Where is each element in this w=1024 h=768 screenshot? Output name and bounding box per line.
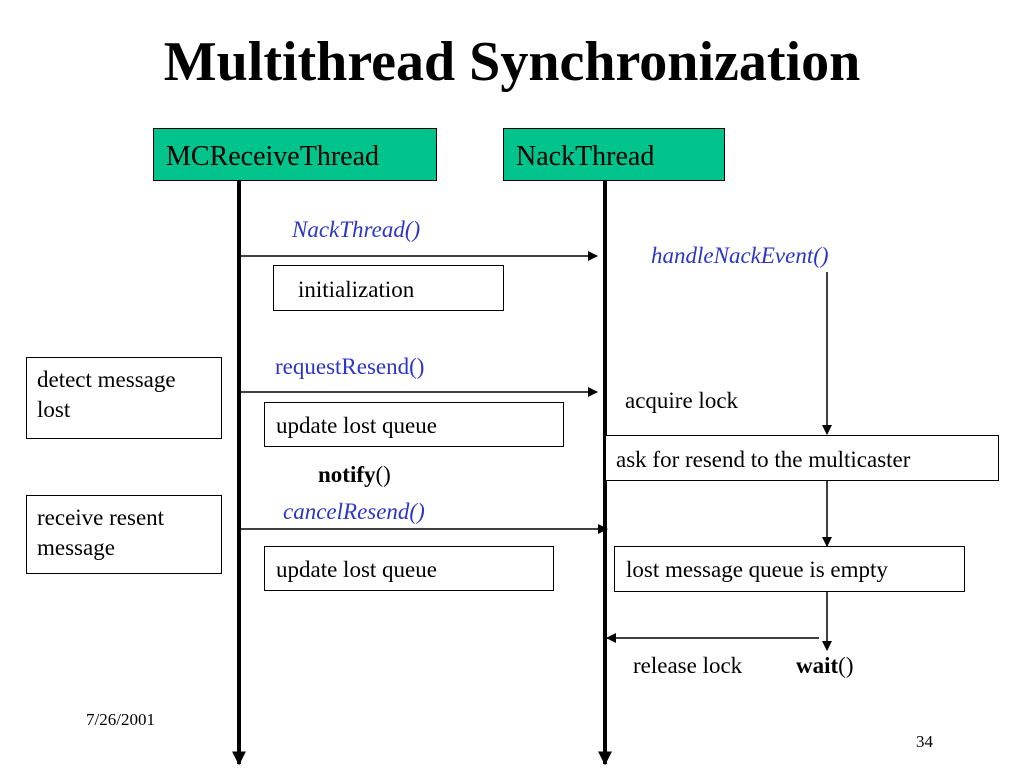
box-initialization: initialization <box>273 265 504 311</box>
thread-header-nackthread: NackThread <box>503 128 725 181</box>
label-acquire-lock: acquire lock <box>625 388 739 413</box>
box-ask-for-resend: ask for resend to the multicaster <box>605 435 999 481</box>
thread-header-mcreceivethread: MCReceiveThread <box>153 128 437 181</box>
label-notify-parens: () <box>375 462 391 487</box>
box-update-lost-queue-2: update lost queue <box>264 546 554 591</box>
box-lost-queue-empty: lost message queue is empty <box>614 546 965 592</box>
box-update-lost-queue-1: update lost queue <box>264 402 564 447</box>
label-release-lock: release lock <box>633 653 743 678</box>
message-requestresend: requestResend() <box>275 354 425 379</box>
box-receive-resent-message: receive resent message <box>26 495 222 574</box>
slide-title: Multithread Synchronization <box>163 31 861 93</box>
message-nackthread: NackThread() <box>292 217 421 242</box>
label-wait-parens: () <box>838 653 854 678</box>
message-handlenackevent: handleNackEvent() <box>651 243 829 268</box>
label-wait-bold: wait <box>796 653 839 678</box>
message-cancelresend: cancelResend() <box>283 499 425 524</box>
footer-date: 7/26/2001 <box>86 710 155 729</box>
label-notify-bold: notify <box>318 462 376 487</box>
page-number: 34 <box>916 732 933 751</box>
box-detect-message-lost: detect message lost <box>26 357 222 439</box>
label-wait: wait() <box>796 654 854 677</box>
label-notify: notify() <box>318 463 391 486</box>
